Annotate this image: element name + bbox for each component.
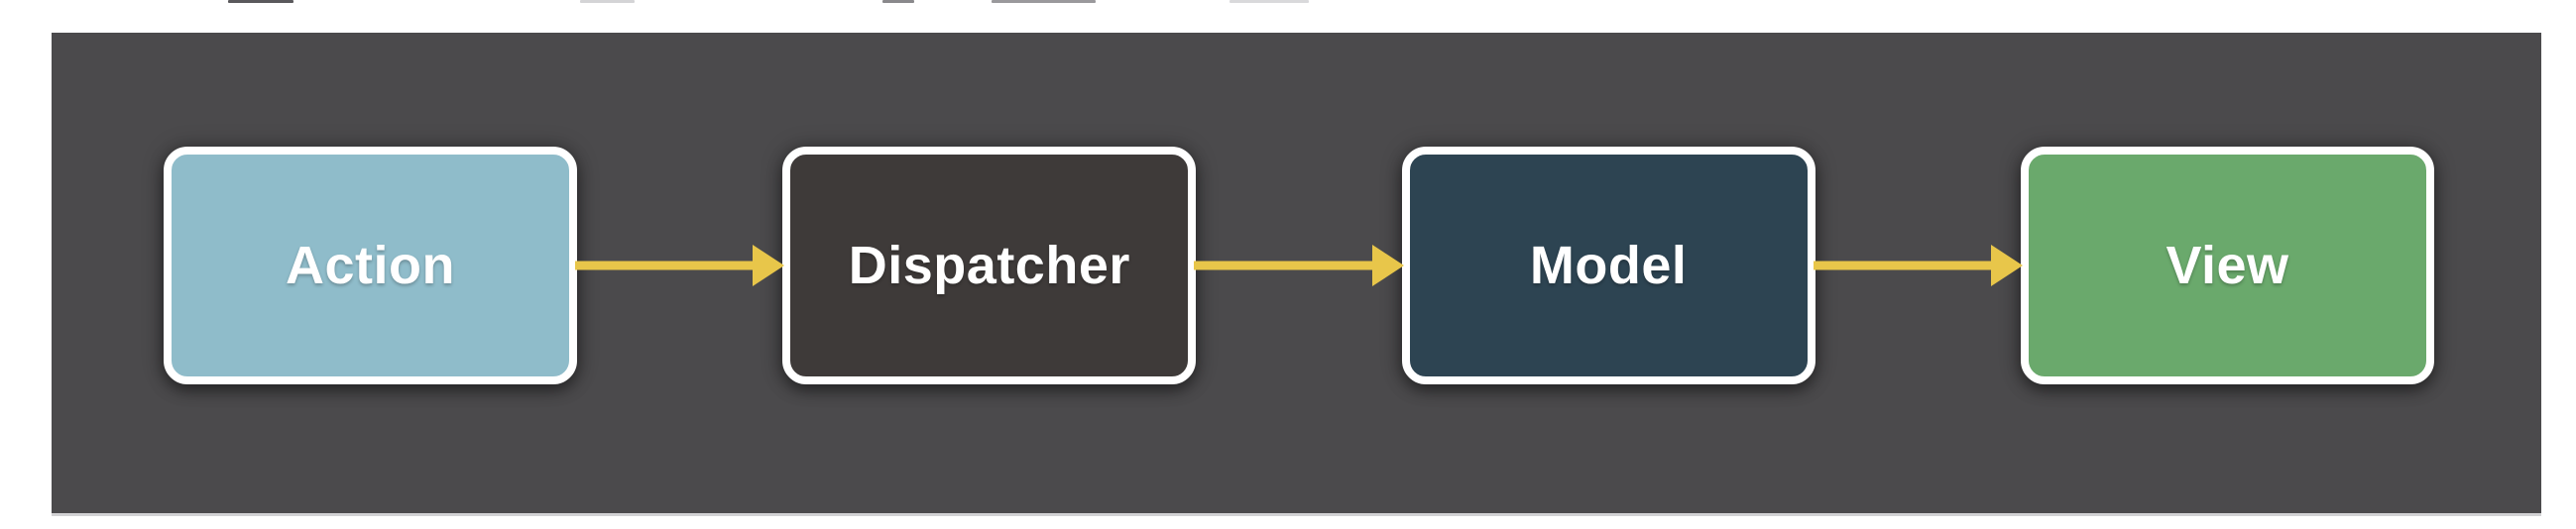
node-model: Model: [1401, 146, 1815, 384]
cropped-top-artifact: [1229, 0, 1309, 3]
arrow-dispatcher-to-model: [1194, 33, 1404, 497]
node-view-label: View: [2166, 235, 2289, 295]
node-dispatcher: Dispatcher: [782, 146, 1197, 384]
arrow-head-icon: [753, 244, 785, 286]
node-dispatcher-label: Dispatcher: [848, 235, 1130, 295]
node-action: Action: [164, 146, 577, 384]
arrow-head-icon: [1371, 244, 1404, 286]
arrow-shaft: [1194, 261, 1378, 269]
node-view: View: [2020, 146, 2434, 384]
arrow-shaft: [1813, 261, 1997, 269]
arrow-action-to-dispatcher: [575, 33, 785, 497]
cropped-top-artifact: [992, 0, 1096, 3]
node-action-label: Action: [286, 235, 455, 295]
cropped-top-artifact: [882, 0, 914, 3]
arrow-model-to-view: [1813, 33, 2023, 497]
node-model-label: Model: [1529, 235, 1688, 295]
diagram-panel: Action Dispatcher Model View: [52, 33, 2541, 516]
cropped-top-artifact: [580, 0, 635, 3]
arrow-head-icon: [1990, 244, 2023, 286]
arrow-shaft: [575, 261, 760, 269]
cropped-top-artifact: [228, 0, 293, 3]
